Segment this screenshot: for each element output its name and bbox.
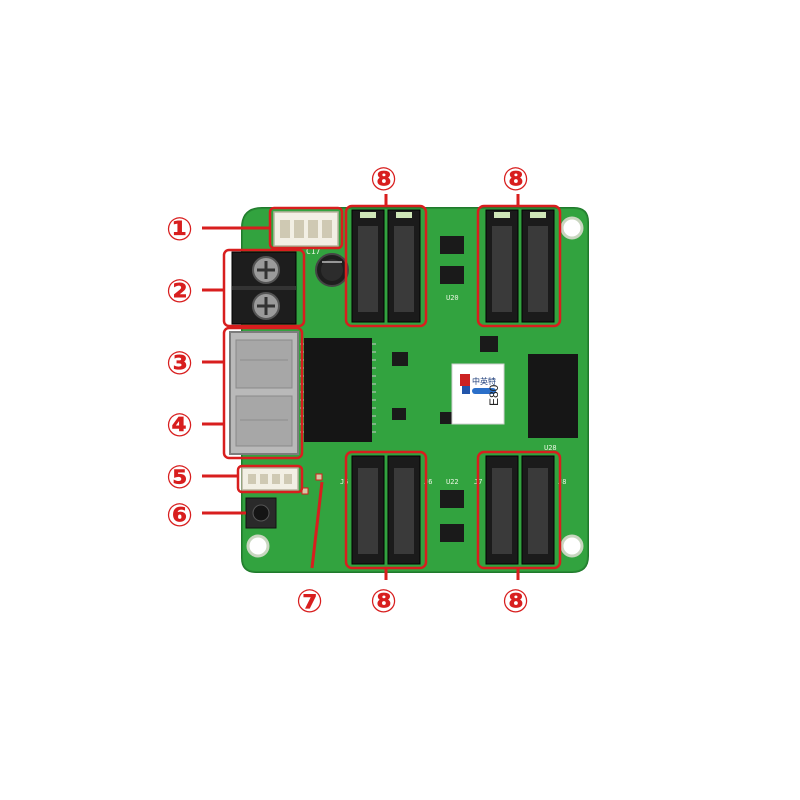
callout-2: ② [166, 272, 193, 310]
memory-chip: U28 [528, 354, 578, 452]
screw-terminal [231, 251, 297, 325]
ethernet-ports [229, 331, 299, 455]
silk-u22: U22 [446, 478, 459, 486]
callout-labels: ① ② ③ ④ ⑤ ⑥ ⑦ ⑧ ⑧ ⑧ ⑧ [166, 160, 529, 620]
leader-lines [202, 194, 520, 580]
box-3-4 [222, 326, 304, 460]
silk-c17: C17 [306, 247, 321, 256]
capacitor: C17 [306, 247, 349, 287]
callout-5: ⑤ [166, 458, 193, 496]
model-label: E80 [487, 384, 501, 406]
silk-j8: J8 [558, 478, 566, 486]
small-ics [392, 236, 498, 542]
box-2 [222, 248, 306, 328]
box-5 [236, 464, 304, 494]
mounting-hole-bottom-right [560, 534, 584, 558]
callout-4: ④ [166, 406, 193, 444]
hub-connectors-top-right [485, 209, 555, 323]
callout-6: ⑥ [166, 496, 193, 534]
core-module: 中英特 E80 [451, 363, 505, 425]
hub-connectors-bottom-left: J5 J6 [340, 455, 432, 565]
callout-8a: ⑧ [370, 160, 397, 198]
callout-3: ③ [166, 344, 193, 382]
hub-connectors-bottom-right: J7 J8 [474, 455, 566, 565]
silk-u20: U20 [446, 294, 459, 302]
power-header-top [273, 211, 339, 247]
brand-text: 中英特 [472, 376, 496, 386]
hub-connectors-top-left [351, 209, 421, 323]
reset-button [245, 497, 277, 529]
fpga-chip [300, 338, 376, 442]
callout-8c: ⑧ [370, 582, 397, 620]
callout-1: ① [166, 210, 193, 248]
silk-j5: J5 [340, 478, 348, 486]
callout-7: ⑦ [296, 582, 323, 620]
callout-8b: ⑧ [502, 160, 529, 198]
power-header-bottom [241, 467, 299, 491]
callout-8d: ⑧ [502, 582, 529, 620]
silk-u28: U28 [544, 444, 557, 452]
mounting-hole-top-right [560, 216, 584, 240]
mounting-hole-bottom-left [246, 534, 270, 558]
silk-j6: J6 [424, 478, 432, 486]
